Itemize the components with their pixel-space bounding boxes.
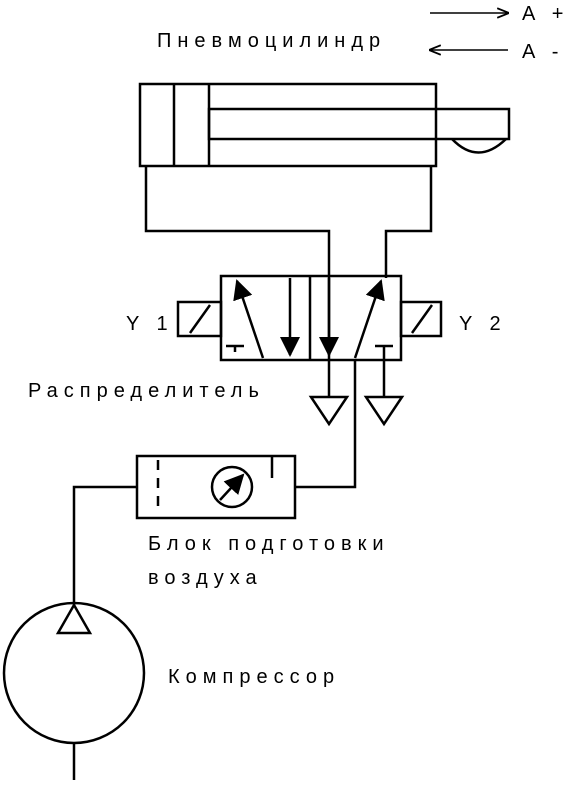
compressor-outlet-icon	[55, 602, 93, 635]
flow-arrow-icon	[233, 279, 265, 359]
exhaust-left-icon	[308, 395, 350, 427]
valve-label: Распределитель	[28, 380, 265, 402]
pneumatic-cylinder	[138, 82, 511, 168]
gauge-needle-icon	[219, 473, 245, 501]
supply-line-valve	[296, 360, 357, 489]
piston-rod	[207, 107, 511, 141]
rod-end-cam	[451, 138, 507, 154]
port-line-b	[384, 166, 433, 278]
legend-retract-label: A -	[522, 41, 564, 63]
solenoid-y2-coil	[410, 304, 434, 334]
solenoid-y1-coil	[188, 304, 212, 334]
solenoid-y1-label: Y 1	[126, 313, 174, 335]
cylinder-port-lines	[144, 166, 433, 360]
exhaust-ports	[308, 352, 405, 427]
cylinder-label: Пневмоцилиндр	[157, 30, 386, 52]
cylinder-body	[138, 82, 438, 168]
air-prep-label-line1: Блок подготовки	[148, 533, 390, 555]
legend-extend-label: A +	[522, 3, 566, 25]
solenoid-y1-icon	[176, 300, 223, 338]
air-prep-unit	[135, 454, 297, 520]
exhaust-right-icon	[363, 395, 405, 427]
solenoid-y2-label: Y 2	[459, 313, 507, 335]
flow-arrow-icon	[353, 279, 385, 359]
air-prep-label-line2: воздуха	[148, 567, 263, 589]
direction-legend: A + A -	[430, 3, 566, 63]
supply-line-compressor	[72, 485, 137, 605]
solenoid-y2-icon	[399, 300, 443, 338]
compressor-body	[2, 601, 146, 745]
compressor-label: Компрессор	[168, 666, 340, 688]
pressure-gauge-icon	[210, 465, 254, 509]
directional-valve	[176, 274, 443, 362]
compressor	[2, 601, 146, 780]
